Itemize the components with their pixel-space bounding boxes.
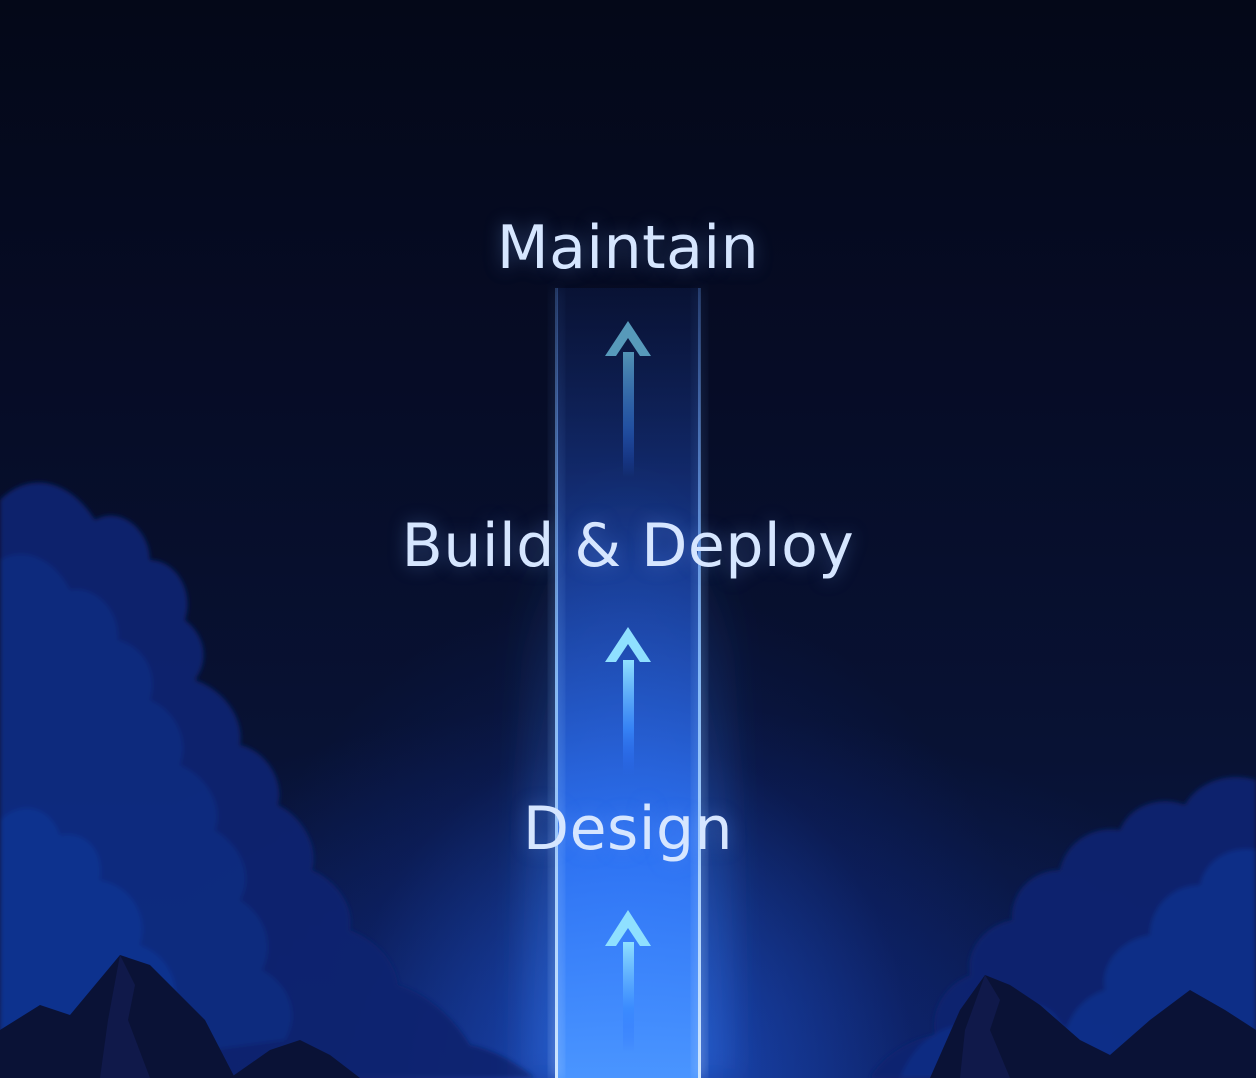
arrow-up-icon — [605, 321, 651, 477]
arrow-up-icon — [605, 627, 651, 775]
step-label-build-deploy: Build & Deploy — [401, 511, 855, 581]
step-label-design: Design — [522, 794, 734, 864]
arrow-up-icon — [605, 910, 651, 1052]
mountains — [0, 955, 1256, 1078]
step-label-maintain: Maintain — [496, 213, 760, 283]
